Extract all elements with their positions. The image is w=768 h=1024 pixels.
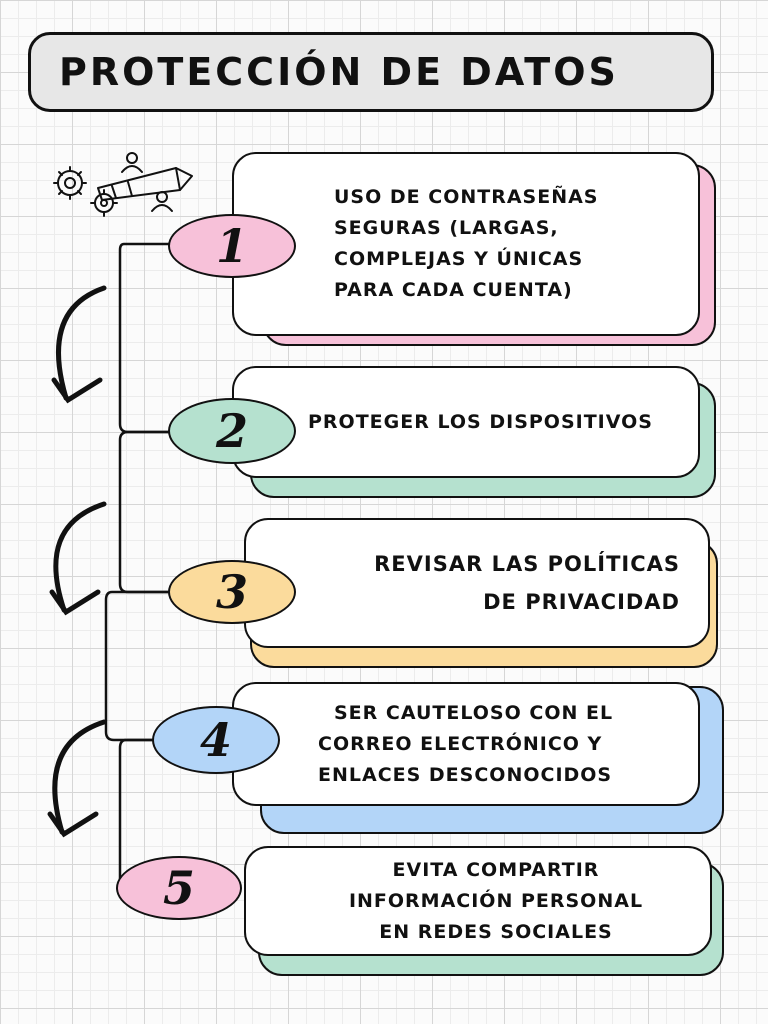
step-1-text: USO DE CONTRASEÑAS SEGURAS (LARGAS, COMP… [334, 186, 599, 301]
connector-3-4 [104, 590, 172, 742]
step-4-card: SER CAUTELOSO CON EL CORREO ELECTRÓNICO … [232, 682, 700, 806]
step-3-text: REVISAR LAS POLÍTICAS DE PRIVACIDAD [374, 552, 680, 614]
step-5-text: EVITA COMPARTIR INFORMACIÓN PERSONAL EN … [348, 858, 644, 943]
step-3-card: REVISAR LAS POLÍTICAS DE PRIVACIDAD [244, 518, 710, 648]
curved-arrow-down-icon [47, 719, 107, 838]
step-3-number-badge: 3 [168, 560, 296, 624]
step-4-number-badge: 4 [152, 706, 280, 774]
step-1-number-badge: 1 [168, 214, 296, 278]
curved-arrow-down-icon [49, 501, 107, 616]
title-banner: PROTECCIÓN DE DATOS [28, 32, 714, 112]
step-4-text: SER CAUTELOSO CON EL CORREO ELECTRÓNICO … [318, 701, 614, 786]
connector-1-2 [118, 242, 172, 434]
step-2-number-badge: 2 [168, 398, 296, 464]
step-2-card: PROTEGER LOS DISPOSITIVOS [232, 366, 700, 478]
connector-2-3 [118, 430, 172, 594]
step-2-text: PROTEGER LOS DISPOSITIVOS [308, 410, 653, 433]
curved-arrow-down-icon [51, 285, 107, 404]
page-title: PROTECCIÓN DE DATOS [59, 50, 619, 94]
step-5-card: EVITA COMPARTIR INFORMACIÓN PERSONAL EN … [244, 846, 712, 956]
step-1-card: USO DE CONTRASEÑAS SEGURAS (LARGAS, COMP… [232, 152, 700, 336]
gears-pencil-people-icon [53, 152, 193, 217]
step-5-number-badge: 5 [116, 856, 242, 920]
